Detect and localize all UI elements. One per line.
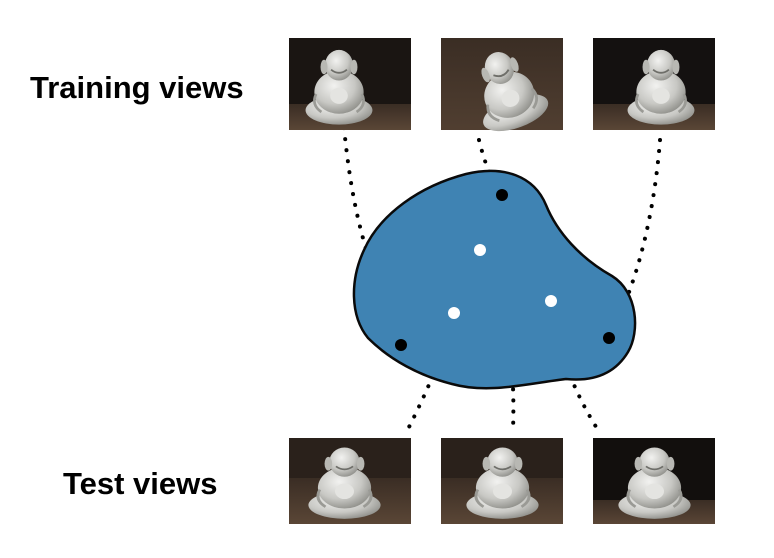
- training-view-2: [441, 38, 563, 141]
- training-view-1: [289, 38, 411, 130]
- test-point-3: [545, 295, 557, 307]
- training-point-1: [395, 339, 407, 351]
- training-point-2: [496, 189, 508, 201]
- training-point-3: [603, 332, 615, 344]
- test-point-1: [448, 307, 460, 319]
- test-view-3: [593, 438, 715, 524]
- latent-manifold-shape: [352, 169, 637, 390]
- view-thumbnails: [289, 38, 715, 524]
- test-view-1: [289, 438, 411, 524]
- training-views-label: Training views: [30, 70, 244, 105]
- view-points: [395, 189, 615, 351]
- test-views-label: Test views: [63, 466, 218, 501]
- test-view-2: [441, 438, 563, 524]
- training-view-3: [593, 38, 715, 130]
- test-point-2: [474, 244, 486, 256]
